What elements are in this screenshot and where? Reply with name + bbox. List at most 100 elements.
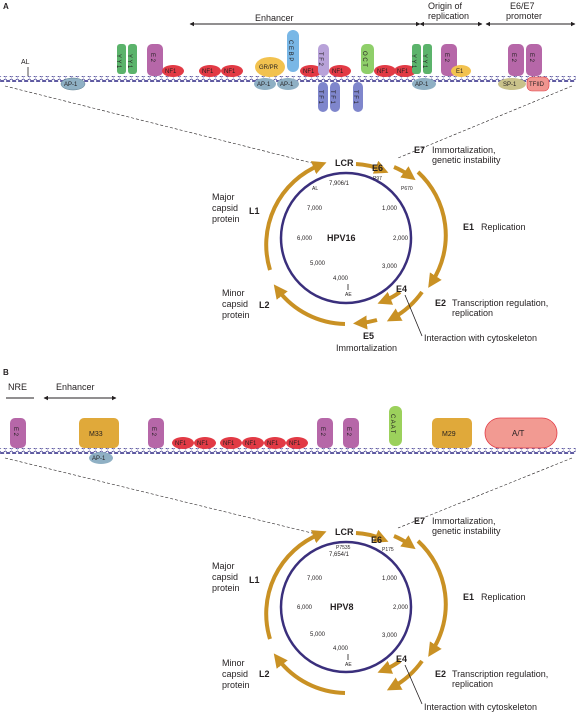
ap1-a2-label: AP-1 — [257, 82, 271, 88]
e2-b3 — [317, 418, 333, 448]
caat-label: C A A T — [389, 414, 395, 434]
e1-arrow-a — [416, 170, 448, 288]
e1-label-a: E1 — [463, 222, 474, 232]
nf1-a7-label: NF1 — [397, 69, 409, 75]
yy1-a4 — [423, 44, 432, 74]
tf1-a3-label: T F 1 — [352, 90, 358, 105]
grpr-label: GR/PR — [259, 65, 279, 71]
tick-a-5000: 5,000 — [310, 261, 326, 267]
e7-desc-1-b: Immortalization, — [432, 516, 496, 526]
nf1-b4 — [242, 437, 264, 449]
e4-arrow-b — [377, 659, 402, 674]
l2-desc-1-a: Minor — [222, 288, 245, 298]
l2-desc-3-b: protein — [222, 680, 250, 690]
e7-desc-2-b: genetic instability — [432, 526, 501, 536]
l2-desc-3-a: protein — [222, 310, 250, 320]
genome-circle-a — [279, 171, 413, 305]
yy1-a3 — [412, 44, 421, 74]
e2-b1-label: E 2 — [12, 427, 18, 437]
e6-label-b: E6 — [371, 535, 382, 545]
e6-label-a: E6 — [372, 163, 383, 173]
ae-b: AE — [345, 662, 352, 668]
yy1-a1 — [117, 44, 126, 74]
zoom-line-a-right — [397, 85, 573, 159]
e2-label-b: E2 — [435, 669, 446, 679]
l1-desc-1-b: Major — [212, 561, 235, 571]
e2-a3 — [508, 44, 524, 76]
nf1-a7 — [394, 65, 416, 77]
l2-arrow-b — [273, 653, 346, 695]
nf1-a5 — [329, 65, 351, 77]
l2-label-b: L2 — [259, 669, 270, 679]
ap1-a4-label: AP-1 — [415, 82, 429, 88]
l2-desc-1-b: Minor — [222, 658, 245, 668]
e5-label-a: E5 — [363, 331, 374, 341]
al-a: AL — [312, 186, 318, 192]
genome-map-a: HPV16 7,906/1 1,000 2,000 3,000 4,000 5,… — [264, 160, 448, 330]
tick-a-4000: 4,000 — [333, 276, 349, 282]
m33 — [79, 418, 119, 448]
promoter-b-2: P175 — [382, 547, 394, 553]
cebp-label: C E B P — [287, 40, 293, 61]
l1-label-a: L1 — [249, 206, 260, 216]
nf1-a1-label: NF1 — [165, 69, 177, 75]
l1-desc-3-a: protein — [212, 214, 240, 224]
tf2-label: T F 2 — [317, 52, 323, 67]
tick-b-5000: 5,000 — [310, 632, 326, 638]
e7-arrow-b — [393, 534, 416, 550]
e6-arrow-b — [355, 529, 389, 543]
nf1-a6 — [374, 65, 396, 77]
dna-strand-b — [0, 448, 576, 454]
nf1-a2-label: NF1 — [202, 69, 214, 75]
nf1-a3 — [221, 65, 243, 77]
nf1-b5 — [264, 437, 286, 449]
yy1-a2 — [128, 44, 137, 74]
at-rich — [484, 417, 558, 449]
oct — [361, 44, 374, 74]
tick-a-7000: 7,000 — [307, 206, 323, 212]
nf1-b3 — [220, 437, 242, 449]
e4-label-a: E4 — [396, 284, 407, 294]
tf1-a3 — [353, 82, 363, 112]
factors-a: AP-1 Y Y 1 Y Y 1 E 2 NF1 NF1 NF1 GR/PR A… — [60, 30, 550, 112]
e6-arrow-a — [355, 160, 389, 174]
promoter-label-1: E6/E7 — [510, 1, 535, 11]
genome-name-a: HPV16 — [327, 233, 356, 243]
nf1-a5-label: NF1 — [332, 69, 344, 75]
zoom-line-b-right — [397, 457, 573, 529]
genome-circle-b — [279, 540, 413, 674]
tick-b-1000: 1,000 — [382, 576, 398, 582]
nf1-a4-label: NF1 — [303, 69, 315, 75]
e4-desc-a: Interaction with cytoskeleton — [424, 333, 537, 343]
oct-label: O C T — [361, 51, 367, 67]
origin-label-2: replication — [428, 11, 469, 21]
tfiid-label: TFIID — [529, 82, 545, 88]
e1-desc-a: Replication — [481, 222, 526, 232]
ap1-a2 — [254, 78, 276, 90]
tick-b-7000: 7,000 — [307, 576, 323, 582]
e2-b4-label: E 2 — [345, 427, 351, 437]
promoter-a-1: P97 — [373, 176, 382, 182]
e7-label-a: E7 — [414, 145, 425, 155]
panel-b-label: B — [3, 368, 9, 377]
cebp — [287, 30, 299, 72]
tick-b-top: 7,654/1 — [329, 552, 350, 558]
e1-arrow-b — [416, 539, 448, 657]
e7-desc-2-a: genetic instability — [432, 155, 501, 165]
tick-b-2000: 2,000 — [393, 605, 409, 611]
e2-b3-label: E 2 — [319, 427, 325, 437]
nf1-a6-label: NF1 — [377, 69, 389, 75]
e2-a4-label: E 2 — [528, 53, 534, 63]
e2-arrow-a — [386, 290, 424, 322]
enhancer-label-b: Enhancer — [56, 382, 95, 392]
e4-desc-b: Interaction with cytoskeleton — [424, 702, 537, 712]
yy1-a4-label: Y Y 1 — [421, 54, 427, 69]
zoom-line-a-left — [4, 85, 321, 166]
tf1-a2-label: T F 1 — [329, 90, 335, 105]
l2-desc-2-b: capsid — [222, 669, 248, 679]
l1-desc-3-b: protein — [212, 583, 240, 593]
nf1-b4-label: NF1 — [245, 441, 257, 447]
l1-label-b: L1 — [249, 575, 260, 585]
nf1-a4 — [300, 65, 322, 77]
ap1-a1-label: AP-1 — [64, 82, 78, 88]
